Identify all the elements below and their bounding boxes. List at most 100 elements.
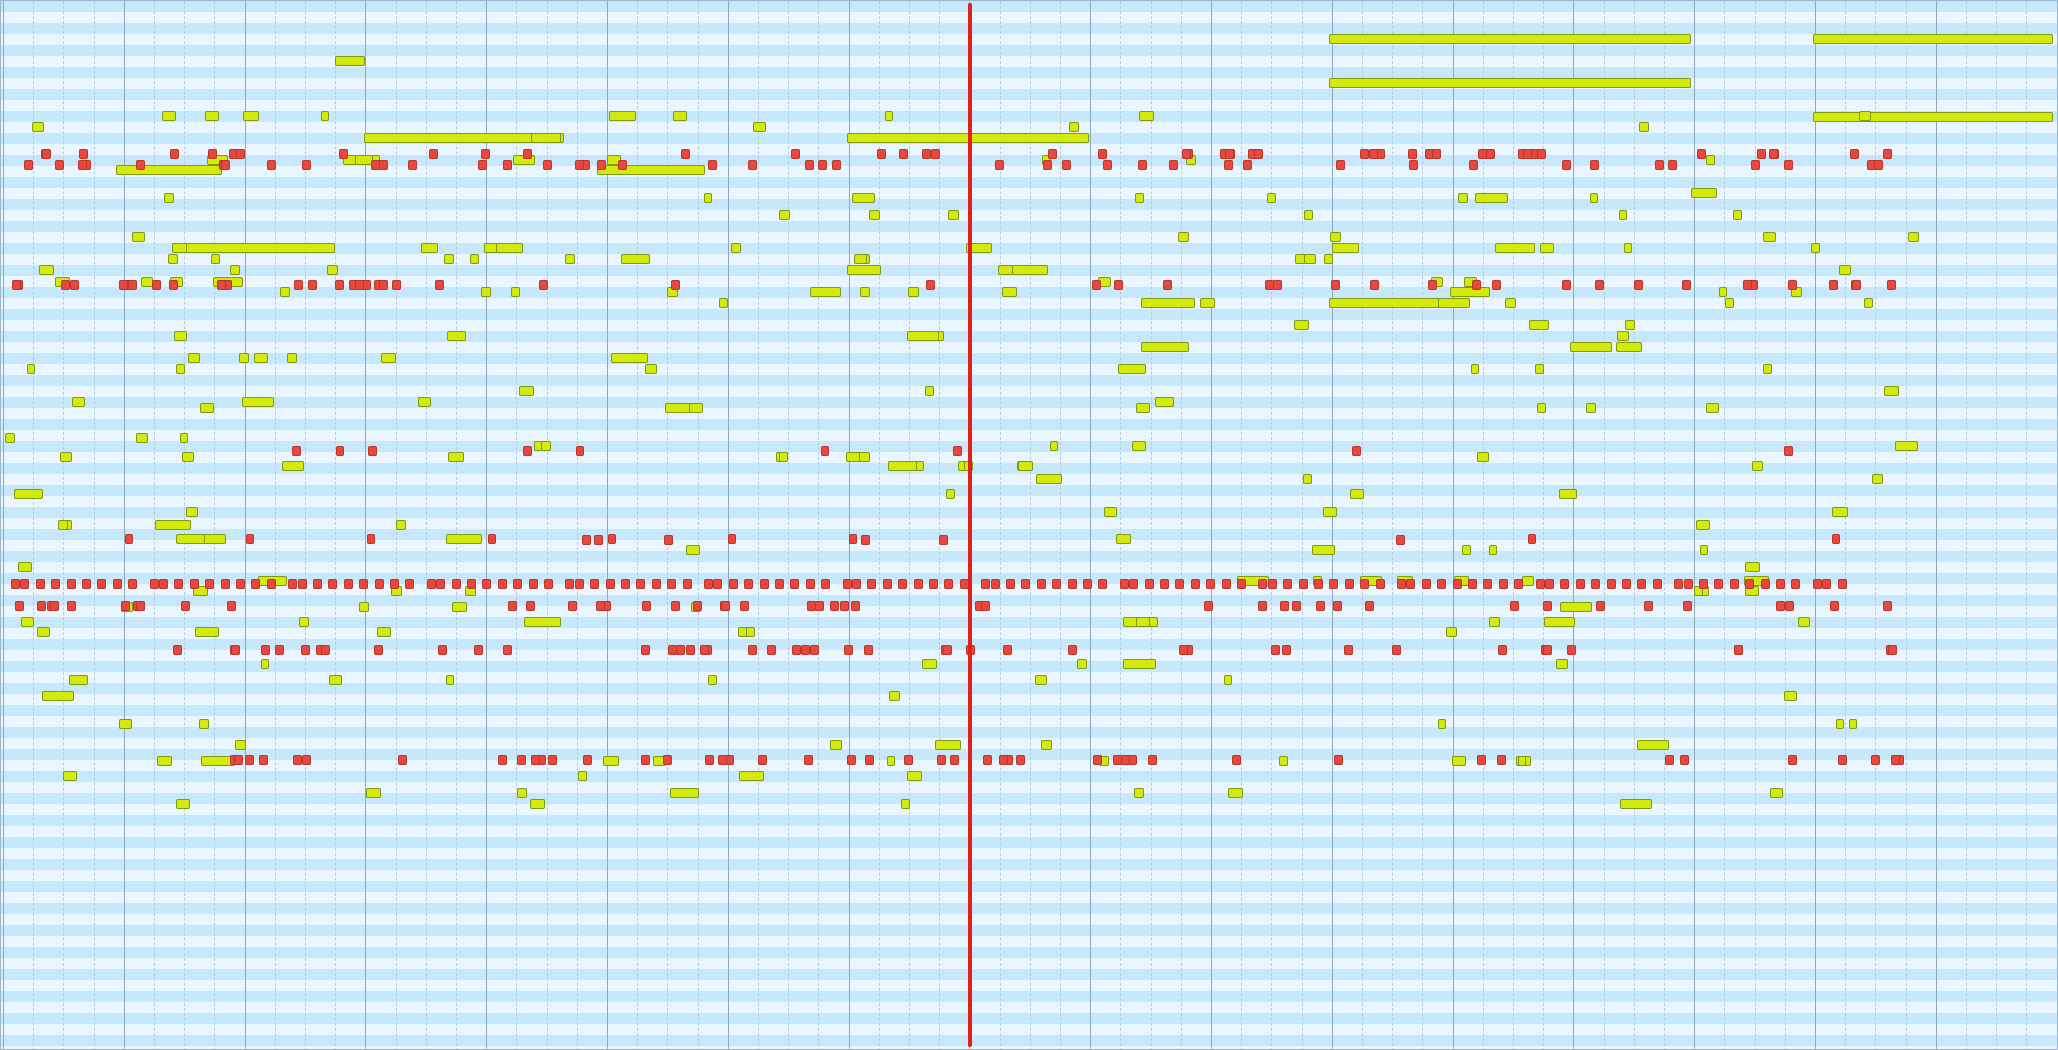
note-muted[interactable]	[807, 601, 816, 611]
note-muted[interactable]	[867, 579, 876, 589]
note-muted[interactable]	[1422, 579, 1431, 589]
note-muted[interactable]	[1114, 280, 1123, 290]
note-muted[interactable]	[1206, 579, 1215, 589]
note-muted[interactable]	[336, 446, 344, 456]
note-muted[interactable]	[721, 601, 730, 611]
note-selected[interactable]	[72, 397, 85, 407]
note-selected[interactable]	[935, 740, 961, 750]
note-muted[interactable]	[1406, 579, 1415, 589]
note-muted[interactable]	[293, 755, 302, 765]
note-muted[interactable]	[474, 645, 483, 655]
note-selected[interactable]	[1752, 461, 1763, 471]
note-muted[interactable]	[548, 755, 557, 765]
note-muted[interactable]	[729, 579, 738, 589]
note-selected[interactable]	[1050, 441, 1058, 451]
note-muted[interactable]	[1043, 160, 1052, 170]
note-muted[interactable]	[1674, 579, 1683, 589]
note-muted[interactable]	[953, 446, 962, 456]
note-selected[interactable]	[481, 287, 491, 297]
note-muted[interactable]	[740, 601, 749, 611]
note-selected[interactable]	[1895, 441, 1918, 451]
note-muted[interactable]	[1668, 160, 1677, 170]
note-selected[interactable]	[1535, 364, 1544, 374]
note-selected[interactable]	[242, 397, 274, 407]
note-muted[interactable]	[436, 579, 445, 589]
note-muted[interactable]	[877, 149, 886, 159]
note-selected[interactable]	[673, 111, 687, 121]
note-selected[interactable]	[1763, 364, 1772, 374]
note-muted[interactable]	[1120, 579, 1129, 589]
note-selected[interactable]	[830, 740, 842, 750]
note-selected[interactable]	[396, 520, 406, 530]
note-selected[interactable]	[846, 452, 860, 462]
note-muted[interactable]	[565, 579, 574, 589]
note-selected[interactable]	[603, 756, 619, 766]
note-selected[interactable]	[58, 520, 68, 530]
note-muted[interactable]	[1891, 755, 1900, 765]
note-selected[interactable]	[1304, 210, 1313, 220]
note-muted[interactable]	[1637, 579, 1646, 589]
note-muted[interactable]	[671, 280, 680, 290]
note-selected[interactable]	[1224, 675, 1232, 685]
note-selected[interactable]	[1450, 287, 1490, 297]
note-muted[interactable]	[1888, 645, 1897, 655]
note-muted[interactable]	[408, 160, 417, 170]
note-muted[interactable]	[374, 645, 383, 655]
note-muted[interactable]	[1314, 579, 1323, 589]
note-muted[interactable]	[1316, 601, 1325, 611]
note-muted[interactable]	[245, 755, 254, 765]
note-selected[interactable]	[901, 799, 910, 809]
note-selected[interactable]	[168, 254, 178, 264]
note-muted[interactable]	[267, 160, 276, 170]
note-muted[interactable]	[861, 535, 870, 545]
note-muted[interactable]	[1514, 579, 1523, 589]
note-selected[interactable]	[578, 771, 587, 781]
note-muted[interactable]	[582, 535, 591, 545]
note-muted[interactable]	[1062, 160, 1071, 170]
note-muted[interactable]	[246, 534, 254, 544]
note-muted[interactable]	[1560, 579, 1569, 589]
note-muted[interactable]	[1169, 160, 1178, 170]
note-selected[interactable]	[565, 254, 575, 264]
note-selected[interactable]	[366, 788, 381, 798]
note-muted[interactable]	[937, 755, 946, 765]
note-selected[interactable]	[1002, 287, 1017, 297]
note-muted[interactable]	[429, 149, 438, 159]
note-selected[interactable]	[1700, 545, 1708, 555]
note-muted[interactable]	[1682, 280, 1691, 290]
note-muted[interactable]	[748, 645, 757, 655]
note-muted[interactable]	[1536, 579, 1545, 589]
note-selected[interactable]	[860, 287, 870, 297]
playhead-marker[interactable]	[968, 3, 972, 1047]
note-selected[interactable]	[1438, 298, 1470, 308]
note-selected[interactable]	[1617, 331, 1629, 341]
note-selected[interactable]	[704, 193, 712, 203]
note-muted[interactable]	[821, 579, 830, 589]
note-muted[interactable]	[1273, 280, 1282, 290]
note-muted[interactable]	[1468, 579, 1477, 589]
note-selected[interactable]	[1135, 193, 1144, 203]
note-muted[interactable]	[1352, 446, 1361, 456]
note-muted[interactable]	[367, 534, 375, 544]
note-muted[interactable]	[1329, 579, 1338, 589]
note-muted[interactable]	[292, 446, 301, 456]
note-selected[interactable]	[42, 691, 74, 701]
note-muted[interactable]	[939, 535, 948, 545]
note-muted[interactable]	[999, 755, 1008, 765]
note-muted[interactable]	[482, 579, 491, 589]
note-muted[interactable]	[708, 160, 717, 170]
note-selected[interactable]	[1200, 298, 1215, 308]
note-muted[interactable]	[1344, 645, 1353, 655]
note-muted[interactable]	[335, 280, 344, 290]
note-selected[interactable]	[1559, 489, 1577, 499]
note-muted[interactable]	[390, 579, 399, 589]
note-muted[interactable]	[713, 579, 722, 589]
note-selected[interactable]	[329, 675, 342, 685]
note-muted[interactable]	[1037, 579, 1046, 589]
note-selected[interactable]	[1329, 34, 1691, 44]
note-muted[interactable]	[1562, 160, 1571, 170]
note-selected[interactable]	[1178, 232, 1189, 242]
note-muted[interactable]	[758, 755, 767, 765]
note-selected[interactable]	[1529, 320, 1549, 330]
note-selected[interactable]	[239, 353, 249, 363]
